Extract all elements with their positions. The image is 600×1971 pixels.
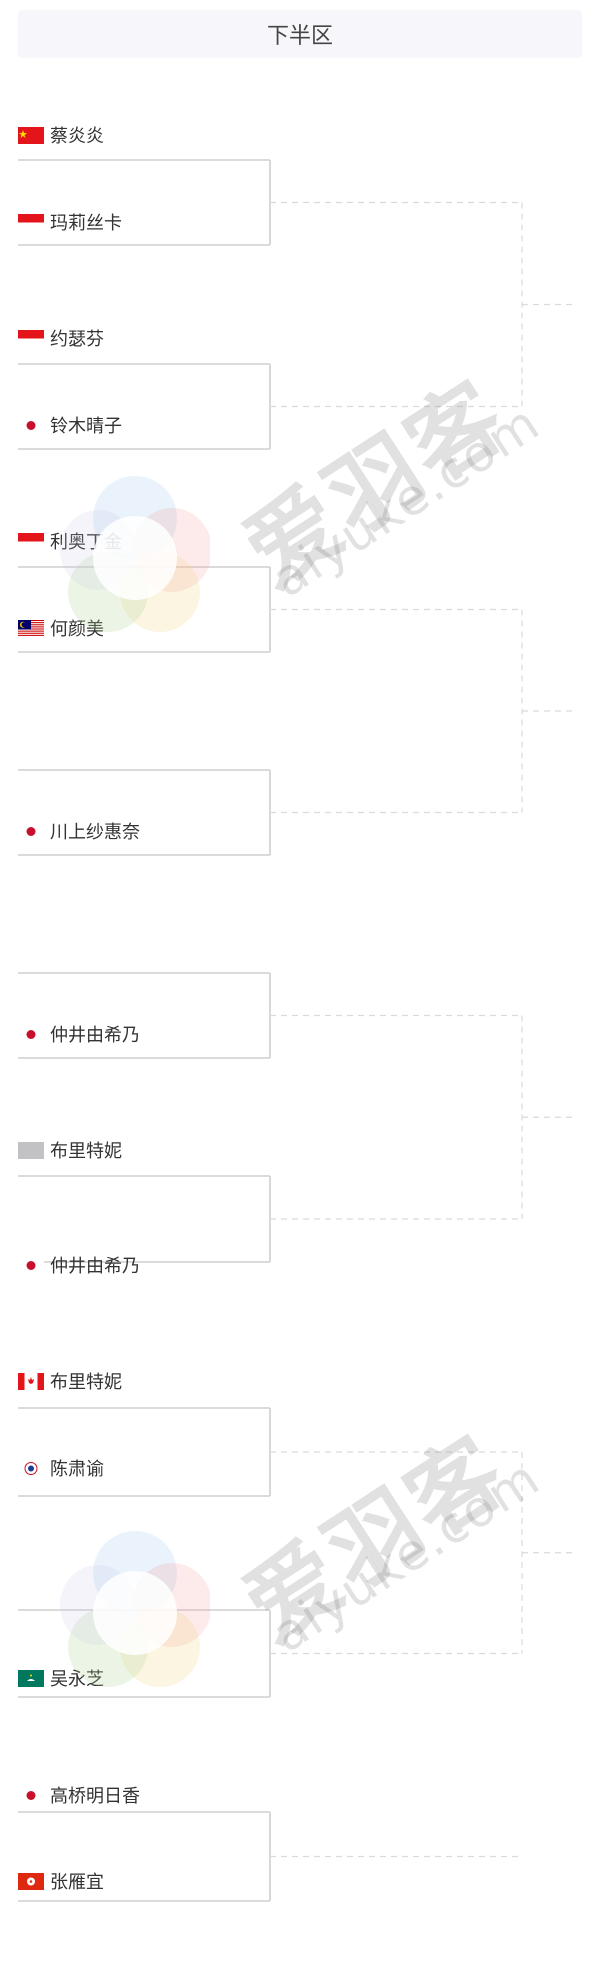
- player-name: 陈肃谕: [50, 1459, 104, 1480]
- japan-flag-icon: [18, 1025, 44, 1043]
- player-row[interactable]: 仲井由希乃: [18, 1021, 140, 1047]
- player-row[interactable]: 铃木晴子: [18, 412, 122, 438]
- china-flag-icon: [18, 126, 44, 144]
- player-name: 仲井由希乃: [50, 1025, 140, 1046]
- hongkong-flag-icon: [18, 1872, 44, 1890]
- japan-flag-icon: [18, 822, 44, 840]
- player-row[interactable]: 张雁宜: [18, 1868, 104, 1894]
- player-name: 玛莉丝卡: [50, 213, 122, 234]
- player-row[interactable]: 蔡炎炎: [18, 122, 104, 148]
- player-row[interactable]: 何颜美: [18, 615, 104, 641]
- indonesia-flag-icon: [18, 532, 44, 550]
- player-name: 张雁宜: [50, 1872, 104, 1893]
- player-row[interactable]: 高桥明日香: [18, 1782, 140, 1808]
- player-row[interactable]: 利奥丁金: [18, 528, 122, 554]
- player-row[interactable]: 玛莉丝卡: [18, 209, 122, 235]
- player-row[interactable]: 约瑟芬: [18, 325, 104, 351]
- player-name: 川上纱惠奈: [50, 822, 140, 843]
- japan-flag-icon: [18, 416, 44, 434]
- player-name: 布里特妮: [50, 1141, 122, 1162]
- macau-flag-icon: [18, 1669, 44, 1687]
- player-name: 高桥明日香: [50, 1786, 140, 1807]
- player-name: 何颜美: [50, 619, 104, 640]
- canada-flag-icon: [18, 1372, 44, 1390]
- blank-flag-icon: [18, 1141, 44, 1159]
- player-row[interactable]: 吴永芝: [18, 1665, 104, 1691]
- half-bracket-title: 下半区: [266, 24, 333, 49]
- player-name: 吴永芝: [50, 1669, 104, 1690]
- player-row[interactable]: 陈肃谕: [18, 1455, 104, 1481]
- player-row[interactable]: 仲井由希乃: [18, 1252, 140, 1278]
- player-row[interactable]: 布里特妮: [18, 1137, 122, 1163]
- player-row[interactable]: 川上纱惠奈: [18, 818, 140, 844]
- japan-flag-icon: [18, 1786, 44, 1804]
- chinese-taipei-flag-icon: [18, 1459, 44, 1477]
- player-name: 布里特妮: [50, 1372, 122, 1393]
- half-bracket-header: 下半区: [18, 10, 582, 58]
- malaysia-flag-icon: [18, 619, 44, 637]
- indonesia-flag-icon: [18, 329, 44, 347]
- japan-flag-icon: [18, 1256, 44, 1274]
- player-row[interactable]: 布里特妮: [18, 1368, 122, 1394]
- player-name: 利奥丁金: [50, 532, 122, 553]
- indonesia-flag-icon: [18, 213, 44, 231]
- player-name: 仲井由希乃: [50, 1256, 140, 1277]
- player-name: 约瑟芬: [50, 329, 104, 350]
- player-name: 铃木晴子: [50, 416, 122, 437]
- player-name: 蔡炎炎: [50, 126, 104, 147]
